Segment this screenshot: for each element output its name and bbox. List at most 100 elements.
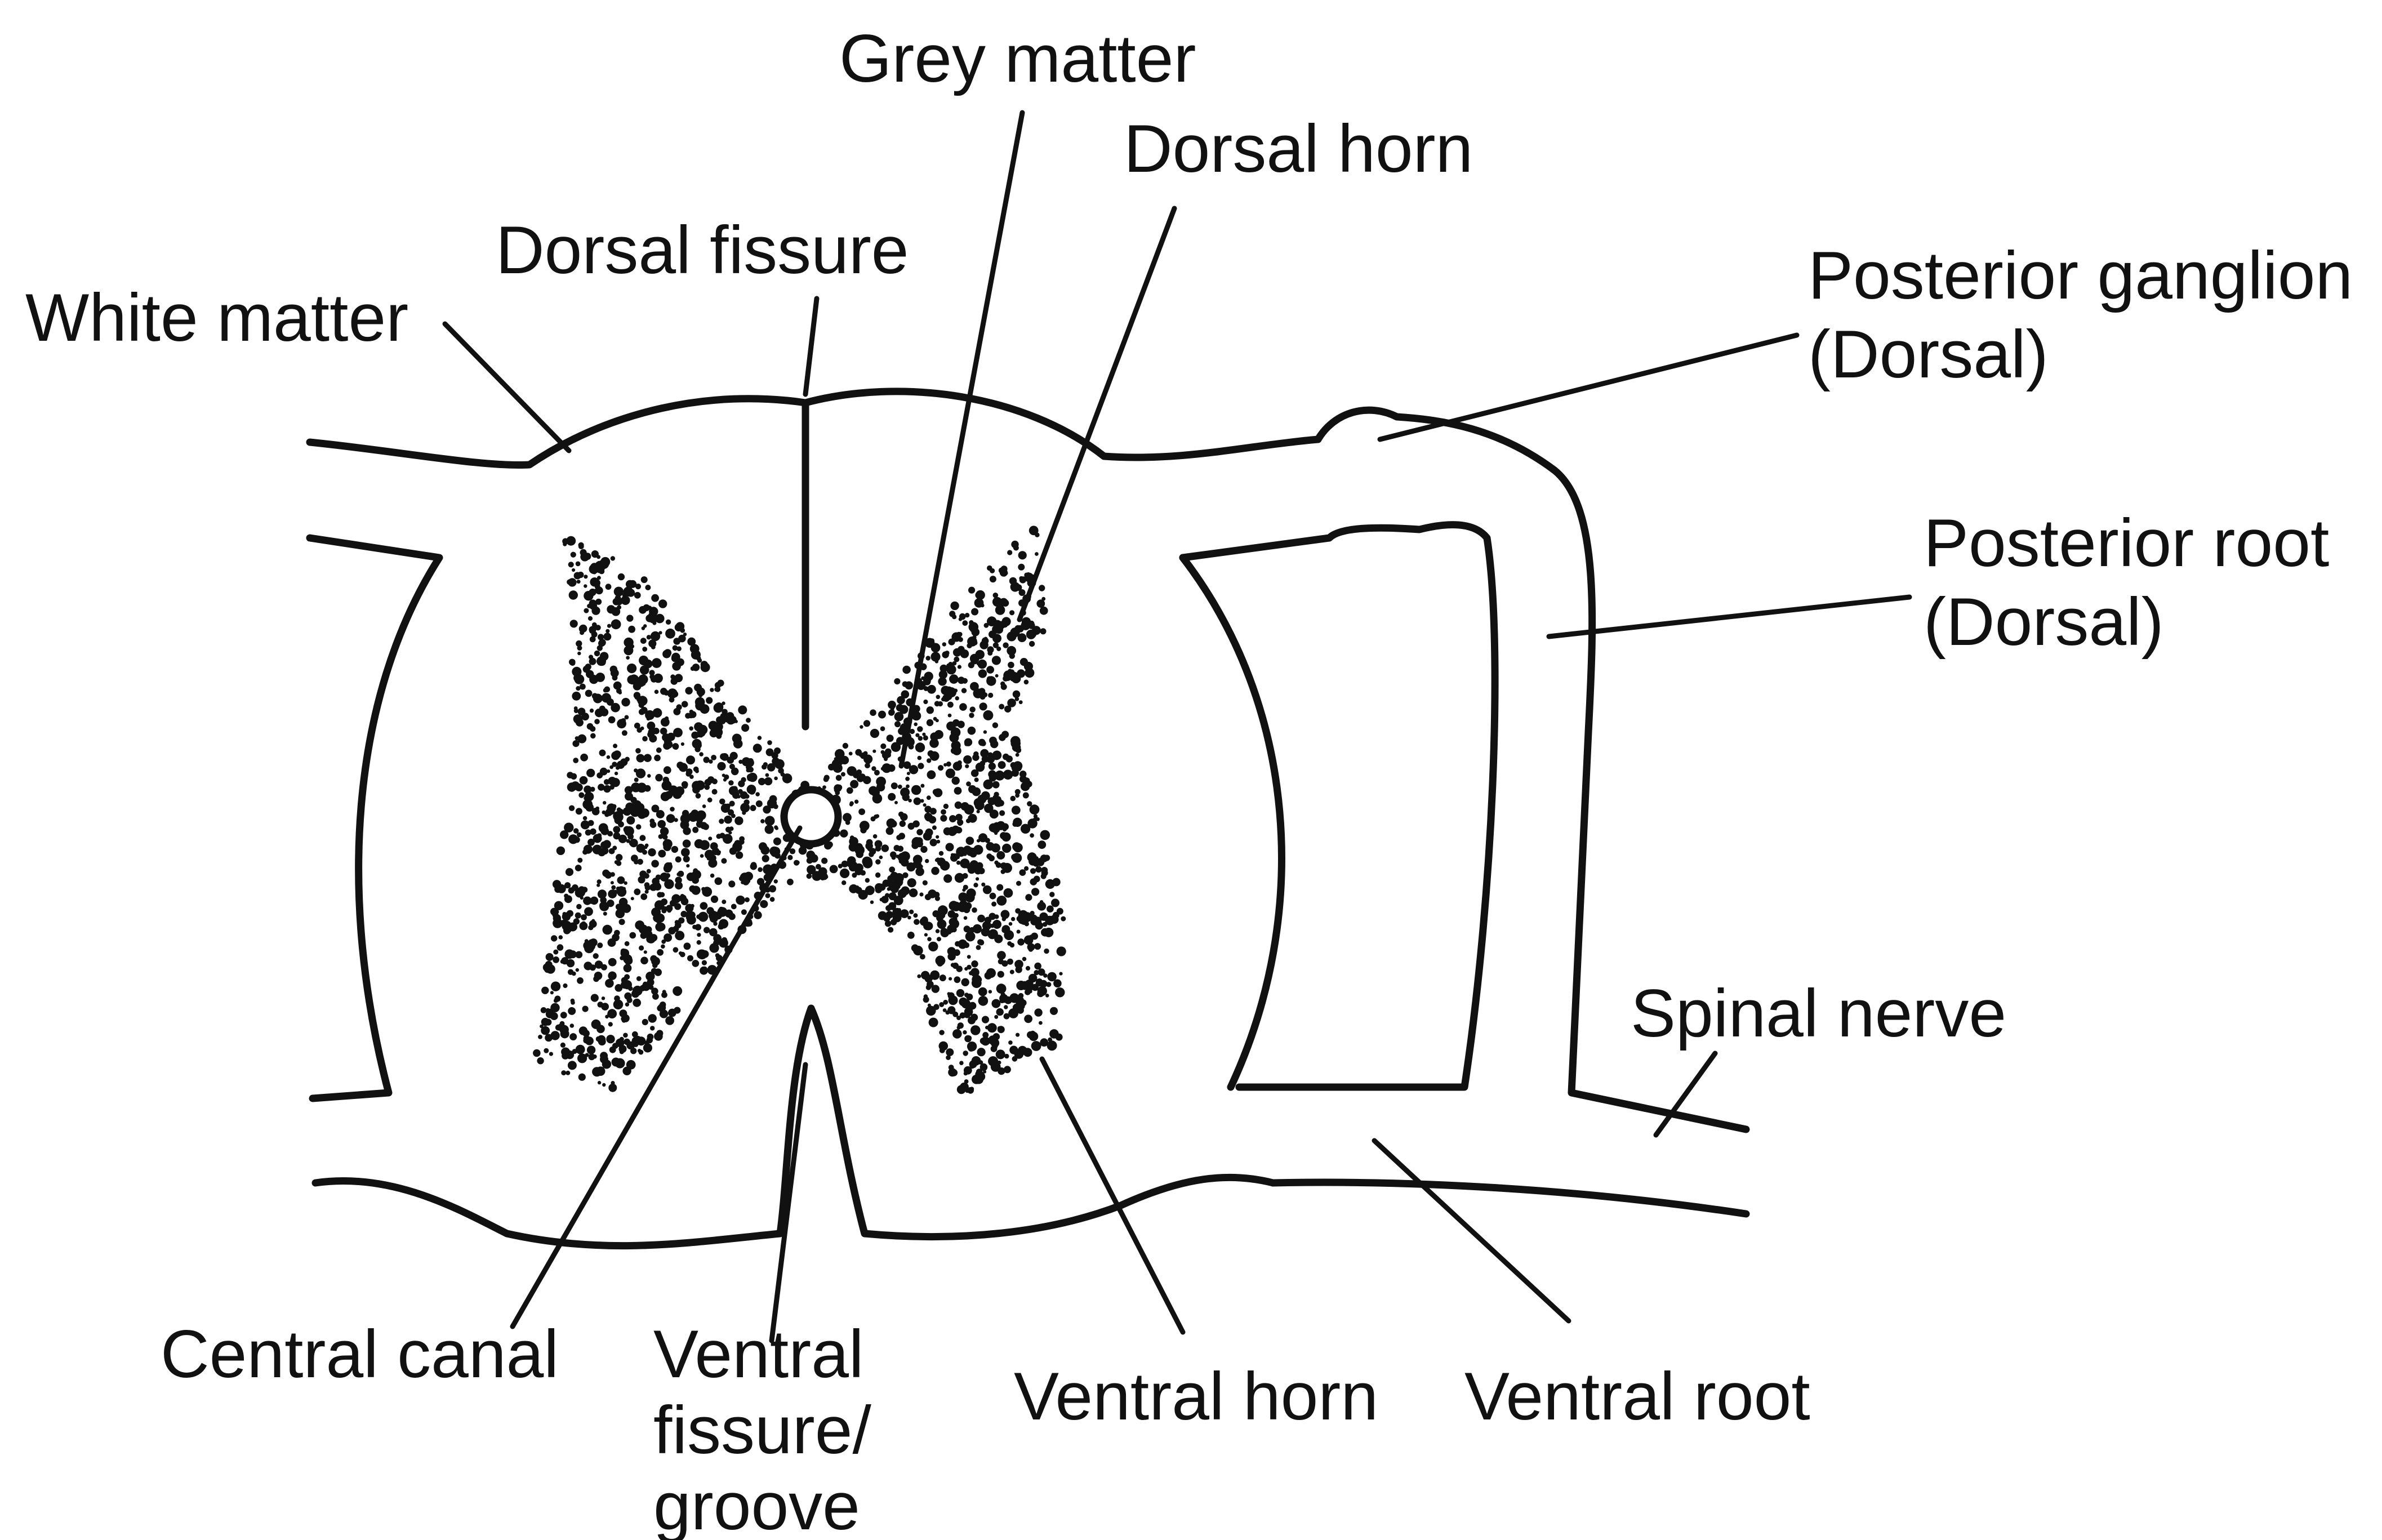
grey-matter-dot [567, 910, 573, 917]
grey-matter-dot [576, 904, 582, 910]
grey-matter-dot [943, 804, 949, 809]
grey-matter-dot [663, 839, 673, 849]
grey-matter-dot [902, 666, 911, 674]
grey-matter-dot [575, 674, 585, 684]
grey-matter-dot [946, 664, 951, 668]
grey-matter-dot [964, 925, 970, 932]
grey-matter-dot [702, 967, 707, 972]
grey-matter-dot [925, 829, 931, 835]
grey-matter-dot [673, 743, 679, 750]
grey-matter-dot [887, 818, 896, 828]
grey-matter-dot [545, 1034, 553, 1042]
grey-matter-dot [631, 897, 634, 900]
grey-matter-dot [1001, 823, 1009, 830]
grey-matter-dot [877, 783, 885, 791]
label-ventral-root: Ventral root [1464, 1359, 1810, 1434]
grey-matter-dot [888, 927, 893, 933]
grey-matter-dot [828, 764, 835, 771]
grey-matter-dot [738, 789, 743, 794]
grey-matter-dot [936, 929, 940, 933]
grey-matter-dot [973, 845, 983, 854]
grey-matter-dot [991, 1045, 998, 1052]
grey-matter-dot [982, 1016, 989, 1023]
grey-matter-dot [554, 901, 563, 910]
grey-matter-dot [612, 1043, 618, 1049]
grey-matter-dot [657, 923, 666, 931]
grey-matter-dot [990, 924, 994, 928]
grey-matter-dot [626, 580, 634, 589]
grey-matter-dot [950, 602, 959, 610]
grey-matter-dot [710, 874, 715, 878]
grey-matter-dot [1014, 960, 1023, 969]
grey-matter-dot [956, 989, 964, 997]
grey-matter-dot [1035, 879, 1039, 882]
grey-matter-dot [1000, 862, 1007, 869]
grey-matter-dot [971, 960, 978, 967]
grey-matter-dot [994, 934, 1003, 943]
grey-matter-dot [1047, 905, 1054, 913]
grey-matter-dot [625, 941, 630, 946]
grey-matter-dot [1038, 840, 1046, 849]
grey-matter-dot [1023, 793, 1029, 799]
grey-matter-dot [899, 858, 904, 864]
grey-matter-dot [1044, 928, 1053, 937]
grey-matter-dot [1016, 753, 1019, 757]
grey-matter-dot [917, 974, 921, 978]
grey-matter-dot [1029, 947, 1034, 952]
grey-matter-dot [1014, 1049, 1024, 1059]
grey-matter-dot [626, 615, 633, 621]
grey-matter-dot [999, 704, 1004, 710]
grey-matter-dot [992, 656, 1001, 665]
grey-matter-dot [1002, 844, 1011, 853]
grey-matter-dot [992, 781, 1000, 789]
grey-matter-dot [914, 723, 918, 727]
grey-matter-dot [1023, 1048, 1032, 1057]
grey-matter-dot [835, 749, 845, 759]
grey-matter-dot [1018, 551, 1027, 559]
grey-matter-dot [923, 803, 927, 807]
grey-matter-dot [731, 904, 737, 910]
grey-matter-dot [668, 1009, 676, 1017]
grey-matter-dot [963, 755, 972, 764]
grey-matter-dot [600, 1055, 608, 1063]
grey-matter-dot [716, 834, 722, 839]
grey-matter-dot [909, 910, 914, 914]
grey-matter-dot [624, 826, 630, 833]
grey-matter-dot [990, 568, 995, 573]
grey-matter-dot [576, 686, 580, 691]
grey-matter-dot [891, 782, 898, 789]
grey-matter-dot [594, 972, 603, 980]
grey-matter-dot [760, 819, 765, 824]
grey-matter-dot [764, 777, 773, 786]
grey-matter-dot [715, 878, 723, 885]
grey-matter-dot [1007, 941, 1012, 946]
grey-matter-dot [680, 628, 685, 633]
grey-matter-dot [669, 1017, 673, 1022]
grey-matter-dot [678, 871, 684, 877]
grey-matter-dot [1017, 938, 1025, 946]
grey-matter-dot [968, 814, 977, 823]
grey-matter-dot [878, 711, 886, 719]
grey-matter-dot [1040, 607, 1048, 615]
grey-matter-dot [689, 710, 694, 714]
grey-matter-dot [998, 1026, 1002, 1031]
grey-matter-dot [996, 983, 1007, 994]
grey-matter-dot [537, 1057, 544, 1064]
grey-matter-dot [968, 889, 972, 893]
grey-matter-dot [918, 756, 922, 760]
grey-matter-dot [1061, 916, 1066, 922]
grey-matter-dot [567, 959, 575, 967]
grey-matter-dot [652, 621, 656, 625]
grey-matter-dot [697, 728, 706, 737]
grey-matter-dot [560, 1043, 566, 1048]
grey-matter-dot [930, 808, 937, 814]
grey-matter-dot [632, 1031, 638, 1038]
grey-matter-dot [712, 848, 719, 855]
grey-matter-dot [624, 964, 632, 972]
grey-matter-dot [787, 855, 792, 860]
grey-matter-dot [587, 723, 594, 730]
grey-matter-dot [949, 733, 959, 742]
leader-white-matter [445, 324, 569, 451]
grey-matter-dot [977, 1048, 986, 1056]
grey-matter-dot [757, 878, 764, 885]
